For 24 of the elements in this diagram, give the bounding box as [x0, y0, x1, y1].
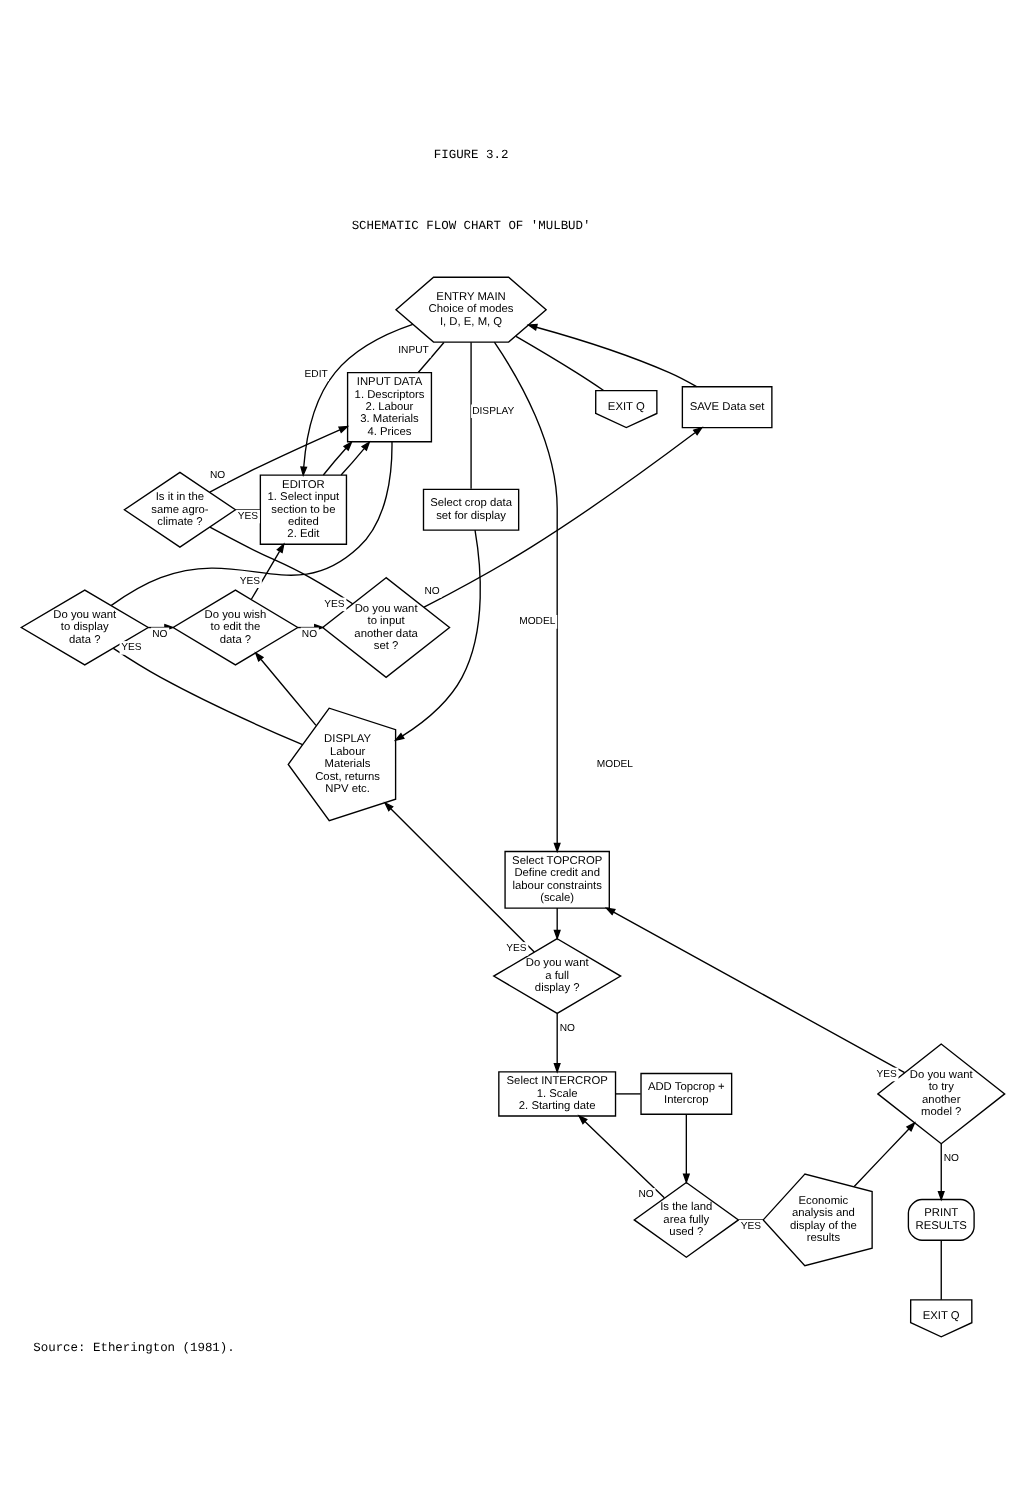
arrow: [383, 801, 535, 953]
arrow: [553, 907, 561, 941]
arrow: [853, 1121, 916, 1188]
arrow: [604, 907, 906, 1074]
arrow: [526, 323, 698, 388]
connector: [112, 647, 304, 746]
connector: [470, 341, 472, 490]
connector: [615, 1093, 642, 1095]
connector: [417, 341, 445, 374]
connector: [209, 526, 354, 605]
arrow: [937, 1143, 945, 1202]
connector: [235, 509, 261, 511]
arrow: [254, 651, 317, 727]
arrow: [393, 529, 481, 742]
arrow: [250, 542, 285, 600]
arrow: [322, 440, 353, 476]
connector: [110, 441, 393, 607]
arrow: [682, 1113, 691, 1185]
arrow: [577, 1114, 665, 1199]
connector: [738, 1219, 764, 1221]
arrow: [340, 440, 371, 476]
connector: [515, 335, 605, 392]
arrow: [553, 1013, 561, 1074]
connector: [940, 1239, 942, 1301]
